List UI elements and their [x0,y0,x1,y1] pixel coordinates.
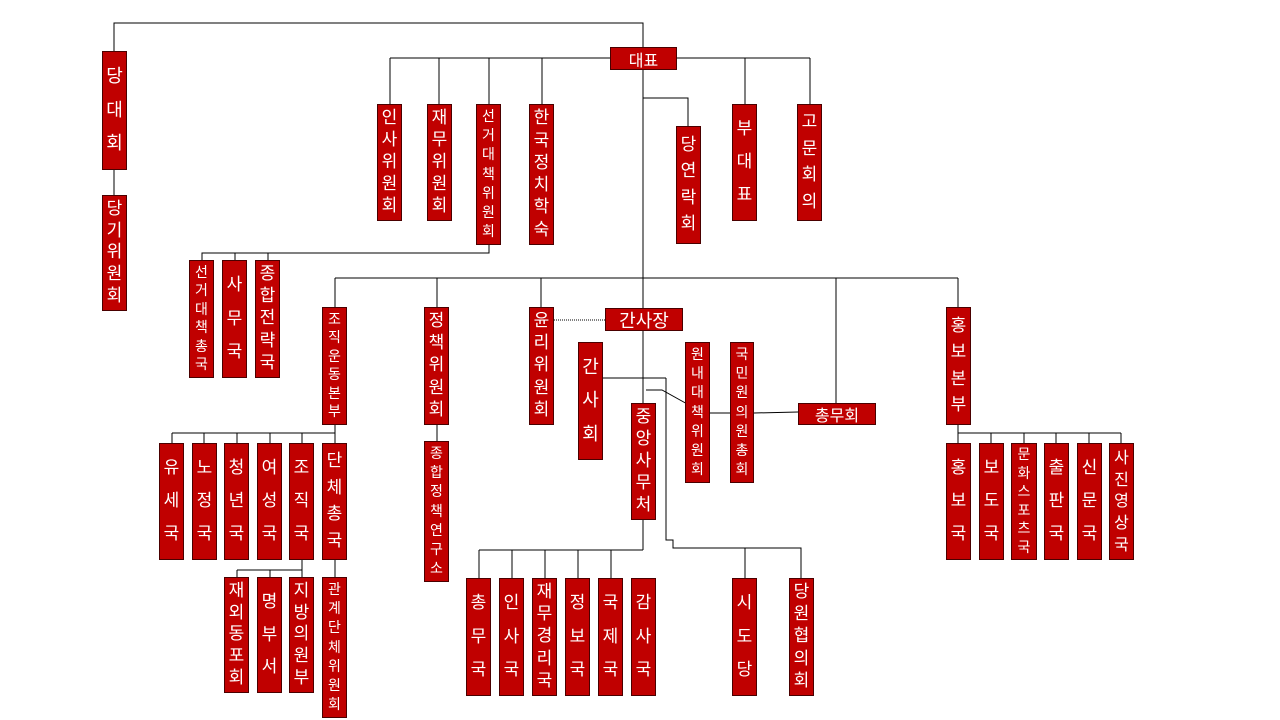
box-secretary-general: 간사장 [605,308,683,332]
box-top: 대표 [610,47,677,70]
box-general-affairs: 총무회 [798,403,876,425]
